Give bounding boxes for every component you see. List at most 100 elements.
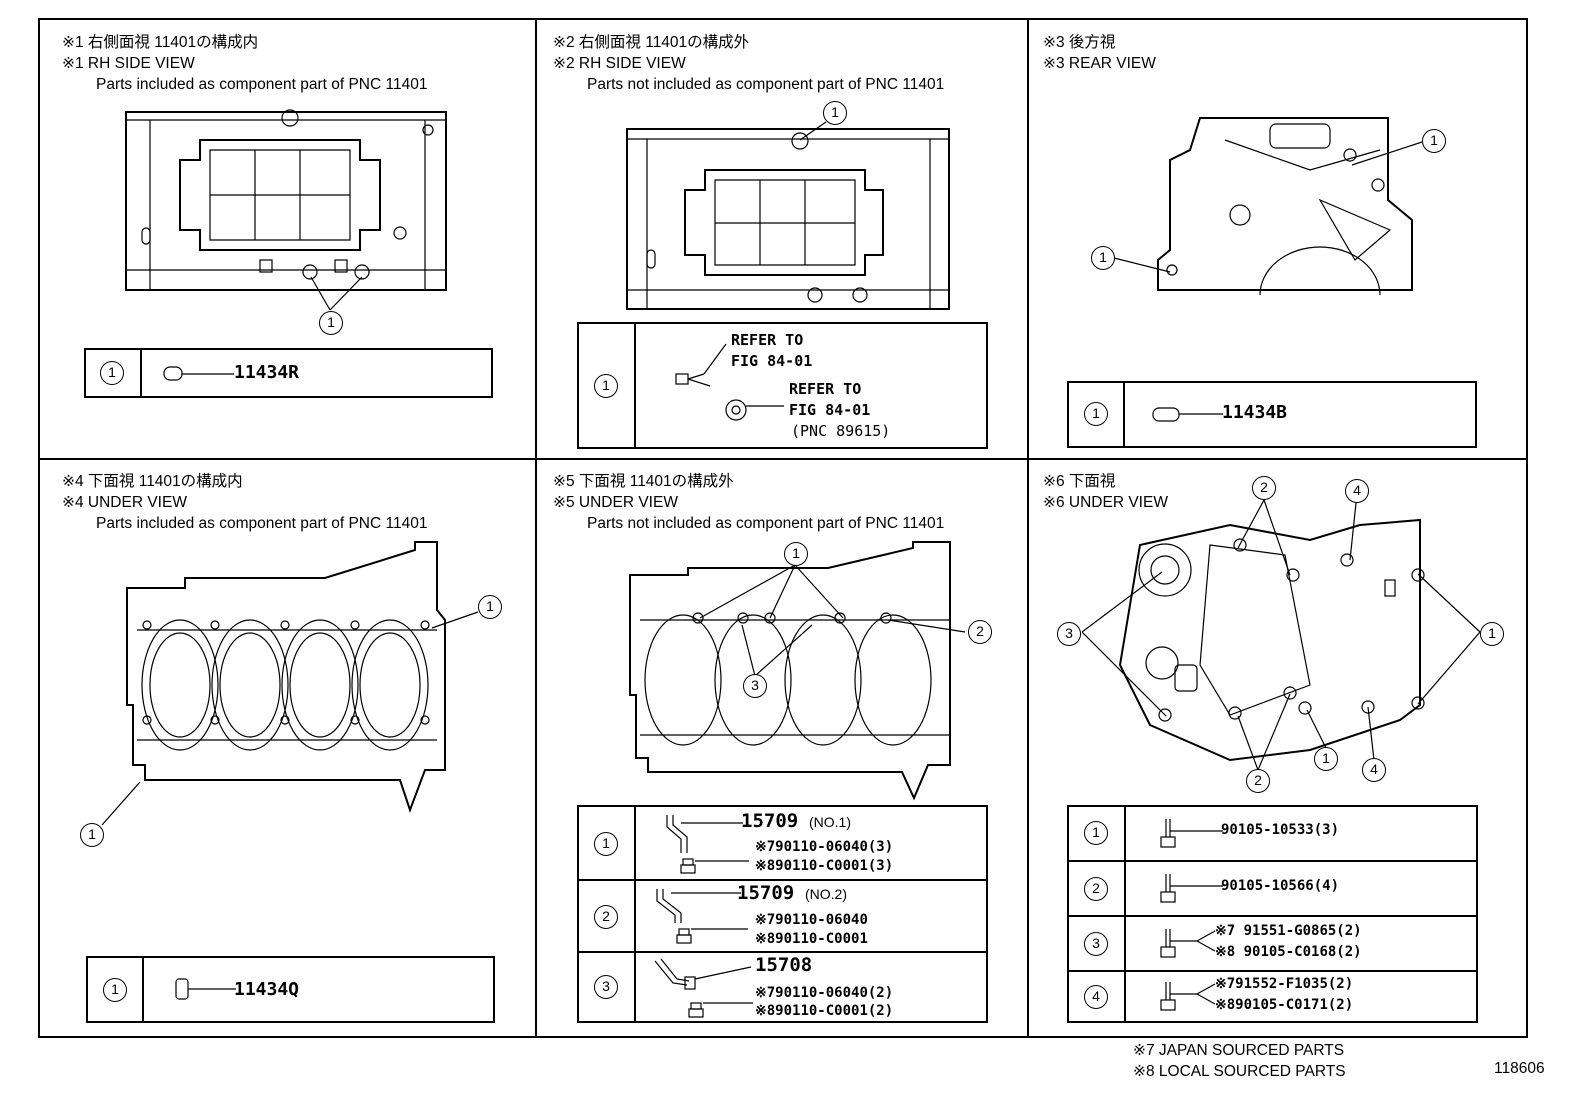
panel2-header-sub: Parts not included as component part of …: [587, 76, 945, 93]
divider-h: [38, 458, 1528, 460]
panel3-header: ※3 後方視 ※3 REAR VIEW: [1043, 32, 1156, 74]
panel4-leader-lines: [101, 611, 479, 826]
table-row: 3 15708 ※790110-06040(2) ※890110-C0001(2…: [579, 951, 986, 1021]
panel1-header-jp: ※1 右側面視 11401の構成内: [62, 34, 259, 51]
panel2-header-en: ※2 RH SIDE VIEW: [553, 55, 686, 72]
panel5-row3-line2: ※890110-C0001(2): [755, 1003, 894, 1019]
panel6-row1-line1: 90105-10533(3): [1221, 822, 1340, 838]
panel4-callout-1a: 1: [478, 595, 502, 619]
panel4-header-sub: Parts included as component part of PNC …: [96, 515, 428, 532]
panel5-callout-2: 2: [968, 620, 992, 644]
bolt-icon: [1160, 982, 1216, 1011]
panel5-row2-line2: ※890110-C0001: [755, 931, 868, 947]
panel2-parts-table: 1 REFER TO FIG 84-01 REFER TO FIG 84-01 …: [577, 322, 988, 449]
panel2-refer-b3: (PNC 89615): [791, 422, 891, 440]
panel5-engine-drawing: [629, 541, 951, 801]
panel5-row3-part: 15708: [755, 954, 813, 976]
panel6-header-en: ※6 UNDER VIEW: [1043, 494, 1168, 511]
panel5-row2-line1: ※790110-06040: [755, 912, 868, 928]
panel5-row2-part: 15709: [737, 882, 795, 904]
panel6-row2-line1: 90105-10566(4): [1221, 878, 1340, 894]
panel6-row1-callout: 1: [1084, 821, 1108, 845]
panel2-header-jp: ※2 右側面視 11401の構成外: [553, 34, 750, 51]
panel6-row4-callout: 4: [1084, 985, 1108, 1009]
bolt-icon: [675, 343, 784, 421]
panel3-callout-1b: 1: [1091, 246, 1115, 270]
panel5-header-jp: ※5 下面視 11401の構成外: [553, 473, 734, 490]
bolt-icon: [1160, 819, 1223, 848]
panel3-parts-table: 1 11434B: [1067, 381, 1477, 448]
panel6-row3-line2: ※8 90105-C0168(2): [1215, 944, 1362, 960]
panel1-header-en: ※1 RH SIDE VIEW: [62, 55, 195, 72]
panel6-header-jp: ※6 下面視: [1043, 473, 1116, 490]
table-row: 1 11434Q: [88, 958, 493, 1021]
panel3-callout-1a: 1: [1422, 129, 1446, 153]
bolt-icon: [1160, 874, 1223, 903]
panel5-parts-table: 1 15709 (NO.1) ※790110-06040(3) ※890110-…: [577, 805, 988, 1023]
diagram-frame: [38, 18, 1528, 1038]
panel6-header: ※6 下面視 ※6 UNDER VIEW: [1043, 471, 1168, 513]
panel5-row3-callout: 3: [594, 975, 618, 999]
table-row: 2 90105-10566(4): [1069, 860, 1476, 915]
panel6-callout-1a: 1: [1480, 622, 1504, 646]
panel5-header-sub: Parts not included as component part of …: [587, 515, 945, 532]
panel6-callout-1b: 1: [1314, 747, 1338, 771]
panel2-callout-1: 1: [823, 101, 847, 125]
panel3-header-jp: ※3 後方視: [1043, 34, 1116, 51]
table-row: 1 11434R: [86, 350, 491, 396]
pipe-bolt-icon: [656, 889, 748, 944]
panel4-engine-drawing: [126, 541, 446, 813]
panel4-header: ※4 下面視 11401の構成内 ※4 UNDER VIEW Parts inc…: [62, 471, 427, 534]
panel2-header: ※2 右側面視 11401の構成外 ※2 RH SIDE VIEW Parts …: [553, 32, 944, 95]
panel6-parts-table: 1 90105-10533(3) 2 90105-10566(4) 3 ※7 9…: [1067, 805, 1478, 1023]
panel2-refer-a2: FIG 84-01: [731, 352, 813, 370]
panel6-row3-line1: ※7 91551-G0865(2): [1215, 923, 1362, 939]
bolt-icon: [1160, 929, 1216, 958]
table-row: 1 90105-10533(3): [1069, 807, 1476, 860]
table-row: 1 REFER TO FIG 84-01 REFER TO FIG 84-01 …: [579, 324, 986, 447]
panel4-row-callout: 1: [103, 978, 127, 1002]
panel1-part-number: 11434R: [234, 362, 300, 383]
panel5-header-en: ※5 UNDER VIEW: [553, 494, 678, 511]
panel2-refer-b2: FIG 84-01: [789, 401, 871, 419]
panel4-header-jp: ※4 下面視 11401の構成内: [62, 473, 243, 490]
panel1-parts-table: 1 11434R: [84, 348, 493, 398]
pin-icon: [1152, 407, 1223, 422]
panel2-engine-drawing: [626, 128, 950, 310]
panel6-callout-4b: 4: [1362, 758, 1386, 782]
footnote-local-sourced: ※8 LOCAL SOURCED PARTS: [1133, 1063, 1346, 1080]
panel6-callout-2b: 2: [1246, 769, 1270, 793]
panel6-row3-callout: 3: [1084, 932, 1108, 956]
panel1-engine-drawing: [125, 109, 447, 291]
pipe-bolt-icon: [654, 958, 753, 1018]
panel5-row1-part: 15709: [741, 810, 799, 832]
panel6-engine-drawing: [1118, 518, 1425, 762]
panel1-row-callout: 1: [100, 361, 124, 385]
panel1-leader-lines: [310, 276, 363, 311]
footnote-japan-sourced: ※7 JAPAN SOURCED PARTS: [1133, 1042, 1345, 1059]
divider-v2: [1027, 18, 1029, 1038]
panel3-row-callout: 1: [1084, 402, 1108, 426]
panel6-callout-2a: 2: [1252, 476, 1276, 500]
panel3-header-en: ※3 REAR VIEW: [1043, 55, 1156, 72]
table-row: 1 15709 (NO.1) ※790110-06040(3) ※890110-…: [579, 807, 986, 879]
panel5-row1-suffix: (NO.1): [809, 814, 851, 830]
panel5-row2-callout: 2: [594, 905, 618, 929]
figure-number: 118606: [1494, 1060, 1545, 1077]
panel1-header-sub: Parts included as component part of PNC …: [96, 76, 428, 93]
panel4-parts-table: 1 11434Q: [86, 956, 495, 1023]
panel4-header-en: ※4 UNDER VIEW: [62, 494, 187, 511]
table-row: 4 ※791552-F1035(2) ※890105-C0171(2): [1069, 970, 1476, 1021]
table-row: 2 15709 (NO.2) ※790110-06040 ※890110-C00…: [579, 879, 986, 951]
panel2-leader-lines: [799, 121, 827, 141]
panel5-row2-suffix: (NO.2): [805, 886, 847, 902]
panel1-header: ※1 右側面視 11401の構成内 ※1 RH SIDE VIEW Parts …: [62, 32, 427, 95]
panel4-callout-1b: 1: [80, 823, 104, 847]
panel3-leader-lines: [1113, 141, 1423, 273]
pipe-bolt-icon: [666, 815, 749, 874]
panel4-part-number: 11434Q: [234, 979, 300, 1000]
panel6-row2-callout: 2: [1084, 877, 1108, 901]
panel3-engine-drawing: [1157, 117, 1413, 296]
panel5-row1-line1: ※790110-06040(3): [755, 839, 894, 855]
